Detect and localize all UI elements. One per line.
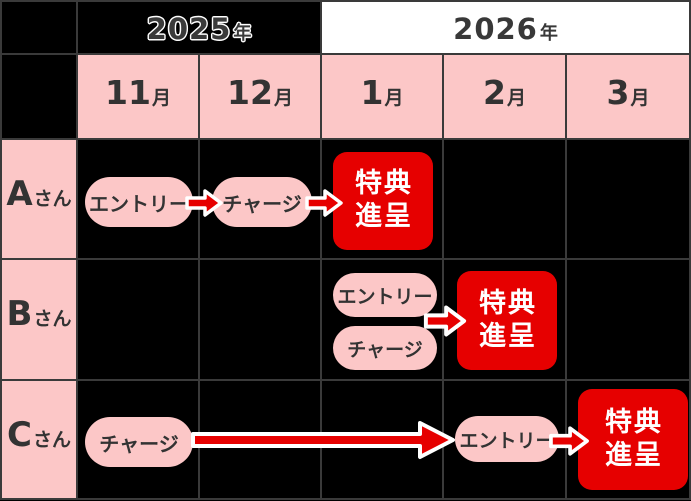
year-suffix: 年 [233, 23, 252, 44]
month-suffix: 月 [273, 87, 293, 109]
month-suffix: 月 [506, 87, 526, 109]
month-number: 2 [483, 73, 506, 112]
grid-cell [444, 260, 565, 379]
person-name: C [7, 415, 32, 455]
corner-cell [2, 2, 76, 53]
grid-cell [567, 381, 689, 498]
month-suffix: 月 [151, 87, 171, 109]
grid-cell [322, 140, 442, 258]
year-number: 2026 [453, 12, 538, 46]
grid-cell [444, 140, 565, 258]
person-name: B [6, 294, 33, 334]
corner-cell [2, 55, 76, 138]
grid-cell [567, 260, 689, 379]
month-number: 11 [105, 73, 151, 112]
grid-cell [78, 140, 198, 258]
month-number: 1 [360, 73, 384, 112]
grid-cell [322, 381, 442, 498]
grid-cell [444, 381, 565, 498]
grid-cell [78, 260, 198, 379]
month-suffix: 月 [384, 87, 404, 109]
grid-cell [78, 381, 198, 498]
grid-cell [200, 140, 320, 258]
person-suffix: さん [32, 429, 71, 451]
month-number: 12 [227, 73, 273, 112]
grid-cell [567, 140, 689, 258]
month-suffix: 月 [630, 87, 650, 109]
grid-cell [200, 260, 320, 379]
person-name: A [6, 174, 33, 214]
year-suffix: 年 [539, 23, 558, 44]
grid-cell [200, 381, 320, 498]
year-number: 2025 [146, 12, 232, 46]
grid-cell [322, 260, 442, 379]
person-suffix: さん [33, 188, 72, 210]
month-number: 3 [606, 73, 630, 112]
person-suffix: さん [33, 308, 72, 330]
